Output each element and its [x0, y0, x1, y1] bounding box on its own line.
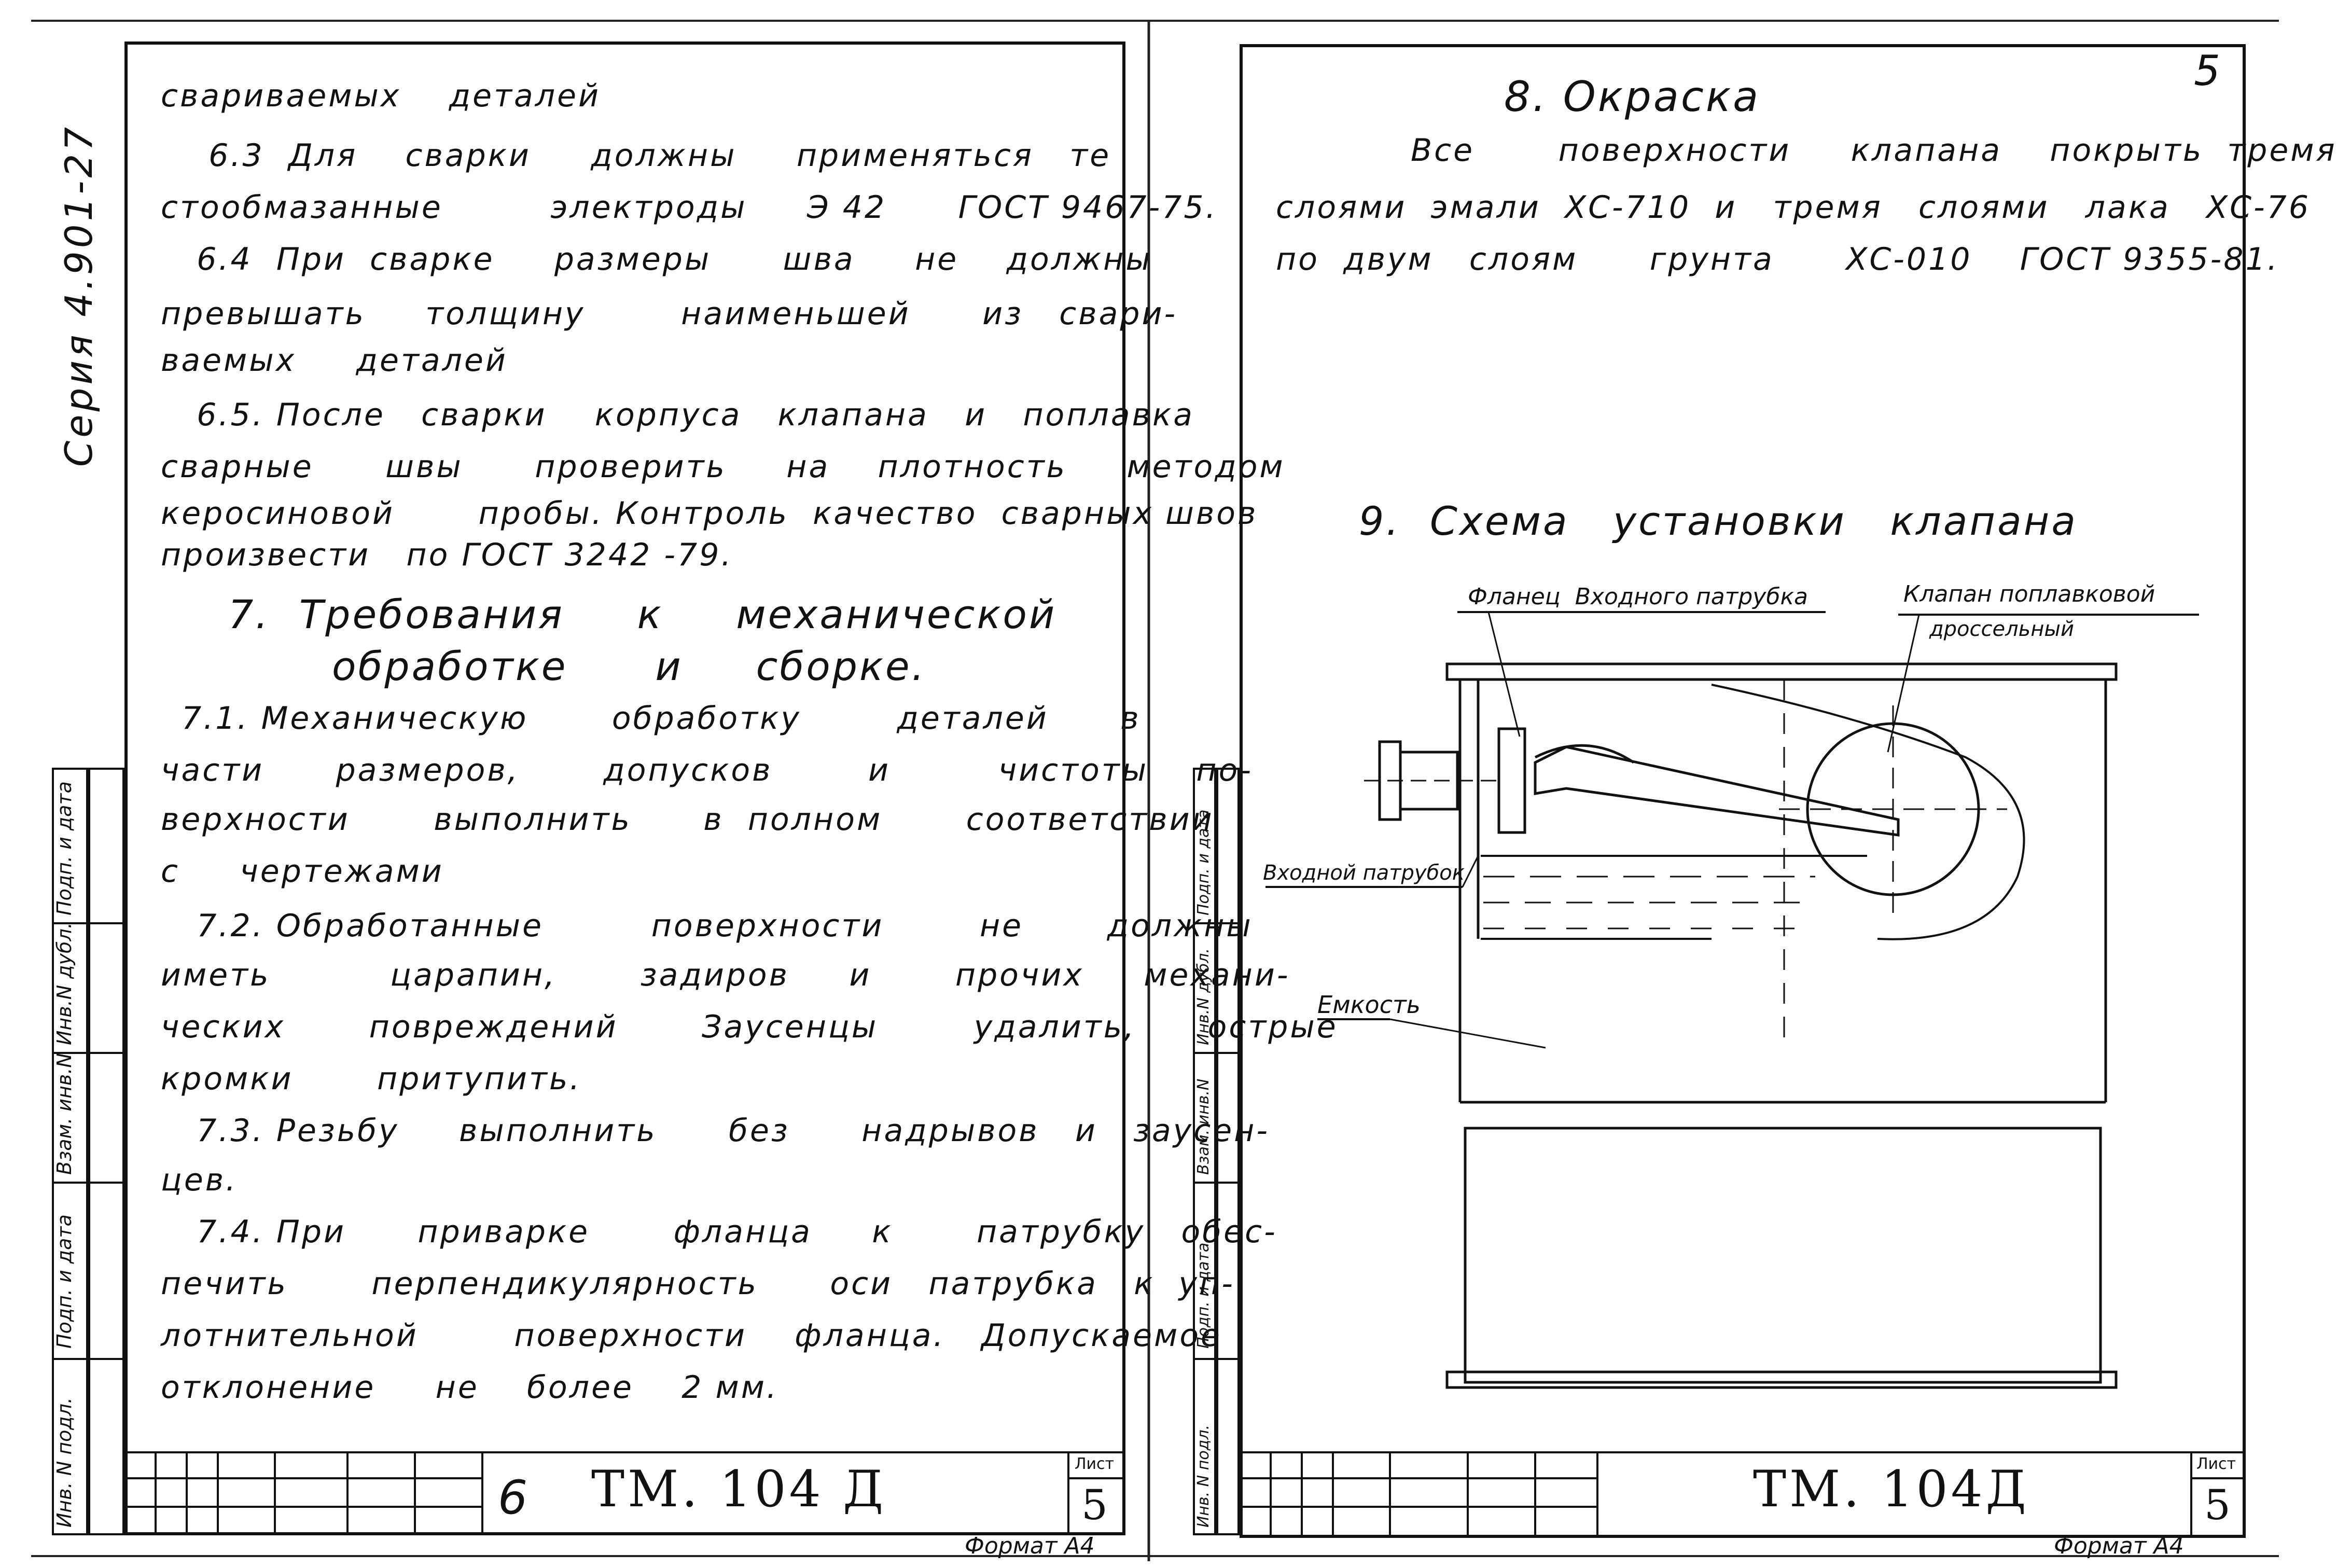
section8-line: по двум слоям грунта ХС-010 ГОСТ 9355-81…: [1276, 241, 2279, 277]
text-line: ческих повреждений Заусенцы удалить, ост…: [161, 1009, 1338, 1045]
left-page-frame: [124, 41, 1125, 1535]
section9-title: 9. Схема установки клапана: [1359, 498, 2078, 544]
format-label: Формат А4: [2054, 1533, 2184, 1559]
text-line: керосиновой пробы. Контроль качество сва…: [161, 495, 1258, 532]
installation-scheme: [1265, 611, 2199, 1389]
text-line: печить перпендикулярность оси патрубка к…: [161, 1266, 1235, 1302]
tank-lower-section: [1464, 1127, 2102, 1384]
left-body-text: свариваемых деталей 6.3 Для сварки должн…: [0, 0, 2279, 1406]
section7-title-cont: обработке и сборке.: [332, 643, 926, 689]
text-line: сварные швы проверить на плотность метод…: [161, 449, 1285, 485]
section8-title: 8. Окраска: [1504, 73, 1761, 121]
text-line: цев.: [161, 1162, 238, 1198]
tank-top-rim: [1445, 662, 2118, 681]
page-outline: [31, 20, 2279, 1561]
drawing-code: ТМ. 104Д: [1753, 1460, 2029, 1518]
text-line: превышать толщину наименьшей из свари-: [161, 296, 1178, 332]
text-line: 7.4. При приварке фланца к патрубку обес…: [161, 1214, 1277, 1250]
format-label: Формат А4: [965, 1533, 1095, 1559]
label-flange: Фланец Входного патрубка: [1468, 584, 1809, 610]
text-line: кромки притупить.: [161, 1061, 582, 1097]
section8-line: слоями эмали ХС-710 и тремя слоями лака …: [1276, 189, 2311, 226]
sheet-number-handwritten: 6: [498, 1470, 528, 1525]
text-line: 6.5. После сварки корпуса клапана и попл…: [161, 397, 1194, 433]
section7-title: 7. Требования к механической: [228, 591, 1057, 637]
tank-bottom-rim: [1445, 1370, 2118, 1389]
text-line: стообмазанные электроды Э 42 ГОСТ 9467-7…: [161, 189, 1218, 226]
label-valve: Клапан поплавковой: [1903, 581, 2155, 607]
text-line: ваемых деталей: [161, 342, 508, 379]
text-line: отклонение не более 2 мм.: [161, 1369, 779, 1406]
page-number: 5: [2194, 47, 2220, 95]
text-line: 7.3. Резьбу выполнить без надрывов и зау…: [161, 1113, 1270, 1149]
section8-line: Все поверхности клапана покрыть тремя: [1411, 132, 2337, 169]
sheet-value: 5: [2204, 1481, 2231, 1529]
text-line: 7.1. Механическую обработку деталей в: [182, 700, 1141, 737]
inlet-flange: [1497, 727, 1526, 834]
label-inlet: Входной патрубок: [1263, 861, 1465, 885]
text-line: 7.2. Обработанные поверхности не должны: [161, 908, 1253, 944]
label-valve-cont: дроссельный: [1929, 617, 2074, 641]
text-line: с чертежами: [161, 853, 444, 890]
sheet-label: Лист: [2196, 1455, 2236, 1473]
label-tank: Емкость: [1317, 991, 1421, 1019]
drawing-code: ТМ. 104 Д: [591, 1460, 887, 1518]
text-line: свариваемых деталей: [161, 78, 601, 114]
text-line: произвести по ГОСТ 3242 -79.: [161, 537, 733, 573]
text-line: 6.4 При сварке размеры шва не должны: [161, 241, 1152, 277]
text-line: лотнительной поверхности фланца. Допуска…: [161, 1317, 1222, 1354]
sheet-label: Лист: [1075, 1455, 1115, 1473]
text-line: верхности выполнить в полном соответстви…: [161, 801, 1214, 838]
sheet-value: 5: [1081, 1481, 1108, 1529]
text-line: 6.3 Для сварки должны применяться те: [161, 137, 1111, 174]
right-page-frame: [1240, 44, 2246, 1538]
